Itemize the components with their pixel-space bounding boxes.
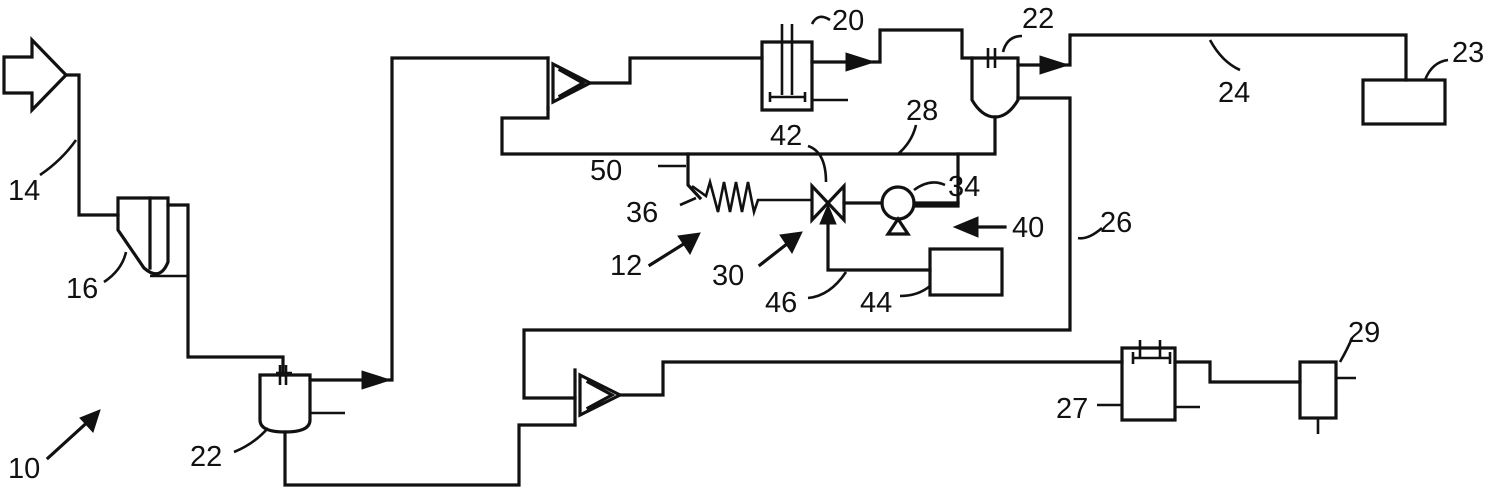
leader-22-bottom xyxy=(233,427,269,454)
line-22-bottom xyxy=(283,423,577,487)
flow-arrowhead-1 xyxy=(361,370,392,390)
line-28 xyxy=(500,106,997,156)
system-10-arrowhead xyxy=(79,409,101,433)
assembly-30-arrowhead xyxy=(779,231,803,255)
system-10-arrow-shaft xyxy=(45,415,95,461)
leader-28 xyxy=(897,124,918,155)
leader-29 xyxy=(1338,337,1354,363)
upper-amplifier xyxy=(546,56,594,110)
arrow-40-head xyxy=(952,216,979,238)
leader-24 xyxy=(1208,39,1241,72)
coil-36 xyxy=(691,177,812,218)
leader-14 xyxy=(39,139,78,177)
label-27: 27 xyxy=(1056,393,1088,425)
label-14: 14 xyxy=(8,175,40,207)
pump-34-base xyxy=(885,216,911,236)
unit-29-ports xyxy=(1316,376,1356,434)
line-22-to-top xyxy=(308,56,550,382)
vessel-22-upper-agitator xyxy=(983,48,1002,68)
lower-amplifier xyxy=(573,368,624,427)
leader-20 xyxy=(810,15,831,25)
line-28-drop xyxy=(913,152,960,208)
leader-16 xyxy=(103,251,128,284)
leader-42 xyxy=(807,144,828,183)
flow-arrowhead-2 xyxy=(845,52,876,72)
line-lower-amp-to-27 xyxy=(618,360,1124,397)
signal-line-46 xyxy=(826,220,932,272)
label-22-top: 22 xyxy=(1022,3,1054,35)
leader-23 xyxy=(1423,58,1449,81)
pump-34 xyxy=(880,185,916,221)
leader-34 xyxy=(913,181,946,192)
leader-26 xyxy=(1077,227,1103,240)
label-40: 40 xyxy=(1012,212,1044,244)
line-14 xyxy=(64,73,120,217)
label-44: 44 xyxy=(860,287,892,319)
label-26: 26 xyxy=(1100,207,1132,239)
controller-44 xyxy=(928,247,1004,297)
label-10: 10 xyxy=(8,453,40,485)
vessel-20 xyxy=(760,40,814,112)
label-34: 34 xyxy=(948,171,980,203)
vessel-22-lower-agitator xyxy=(276,365,292,385)
line-amp-to-20 xyxy=(588,56,764,85)
line-27-to-29 xyxy=(1173,360,1302,384)
label-36: 36 xyxy=(626,197,658,229)
unit-27 xyxy=(1120,346,1177,422)
label-46: 46 xyxy=(765,287,797,319)
valve-42-left xyxy=(810,181,831,225)
label-16: 16 xyxy=(66,273,98,305)
leader-36 xyxy=(679,196,697,207)
label-29: 29 xyxy=(1348,317,1380,349)
unit-29 xyxy=(1298,360,1338,420)
unit-23 xyxy=(1361,78,1447,126)
vessel-20-internals xyxy=(768,24,807,102)
line-50 xyxy=(686,152,703,201)
label-20: 20 xyxy=(832,5,864,37)
label-50: 50 xyxy=(590,155,622,187)
label-28: 28 xyxy=(906,95,938,127)
label-42: 42 xyxy=(770,120,802,152)
leader-46 xyxy=(807,271,848,300)
inlet-arrow xyxy=(2,36,69,114)
leader-44 xyxy=(899,284,931,298)
label-23: 23 xyxy=(1452,37,1484,69)
label-30: 30 xyxy=(712,260,744,292)
unit-27-internals xyxy=(1131,340,1172,364)
label-22-bottom: 22 xyxy=(190,441,222,473)
flow-arrowhead-3 xyxy=(1039,55,1070,75)
label-24: 24 xyxy=(1218,77,1250,109)
line-16-to-22 xyxy=(166,203,285,377)
label-12: 12 xyxy=(610,250,642,282)
unit-16-cyclone xyxy=(116,196,170,276)
leader-22-top xyxy=(1001,34,1023,53)
subsystem-12-arrowhead xyxy=(677,232,701,256)
line-26 xyxy=(522,96,1072,400)
